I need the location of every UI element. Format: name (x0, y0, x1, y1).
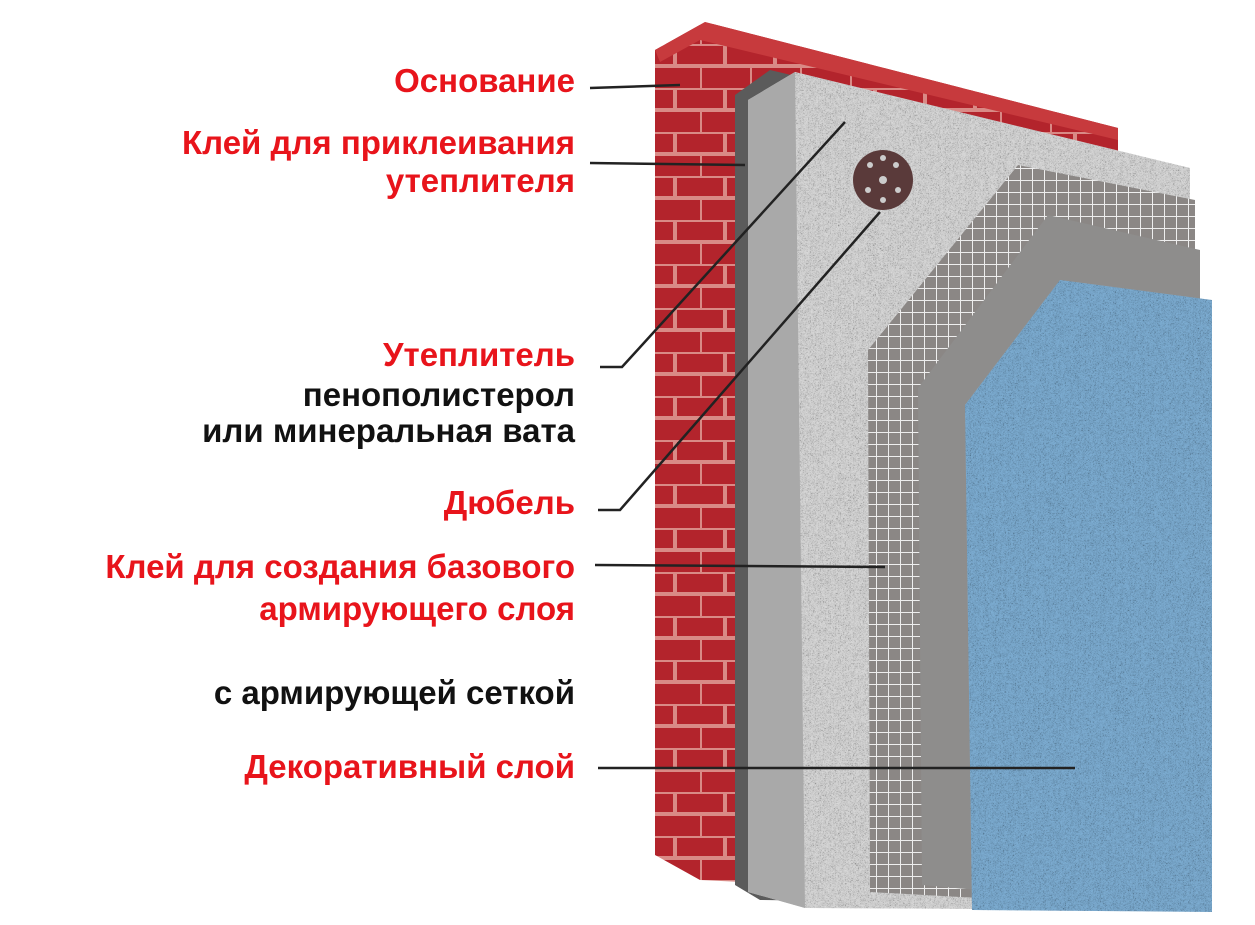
label-insulation: Утеплитель (383, 336, 575, 373)
dowel-icon (853, 150, 913, 210)
label-insulation-sub-2: или минеральная вата (202, 412, 575, 449)
label-insulation-glue-1: Клей для приклеивания (182, 124, 575, 161)
label-base: Основание (394, 62, 575, 99)
label-base-glue-2: армирующего слоя (259, 590, 575, 627)
label-decor: Декоративный слой (244, 748, 575, 785)
label-mesh: с армирующей сеткой (213, 674, 575, 711)
label-dowel: Дюбель (443, 484, 575, 521)
label-insulation-sub-1: пенополистерол (302, 376, 575, 413)
decorative-layer (965, 280, 1212, 912)
label-base-glue-1: Клей для создания базового (105, 548, 575, 585)
leader-lines (589, 83, 1075, 770)
label-insulation-glue-2: утеплителя (385, 162, 575, 199)
